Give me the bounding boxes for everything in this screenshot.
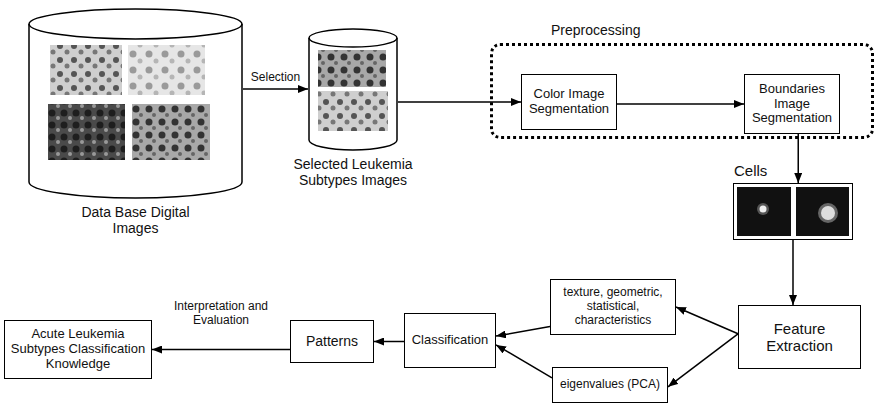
database-cylinder: Data Base Digital Images <box>28 8 243 198</box>
node-label: Selected Leukemia Subtypes Images <box>283 156 423 188</box>
cell-blob <box>821 206 835 220</box>
cell-blob <box>818 203 838 223</box>
process-box: Patterns <box>290 320 374 363</box>
node-label: texture, geometric, statistical, charact… <box>554 286 672 327</box>
cylinder-top <box>309 29 397 47</box>
flow-arrow <box>496 327 550 337</box>
cell-image <box>737 187 791 236</box>
node-label: Patterns <box>306 333 358 349</box>
edge-label: Interpretation and Evaluation <box>169 300 273 328</box>
cylinder-outline <box>28 8 243 198</box>
database-cylinder: Selected Leukemia Subtypes Images <box>308 28 398 150</box>
node-heading: Cells <box>734 162 767 179</box>
flow-arrow <box>797 134 799 183</box>
process-box: texture, geometric, statistical, charact… <box>550 279 676 335</box>
node-label: Color Image Segmentation <box>525 87 613 117</box>
process-box: eigenvalues (PCA) <box>552 367 668 403</box>
cylinder-body <box>309 38 397 150</box>
flow-arrow <box>374 341 404 343</box>
process-box: Boundaries Image Segmentation <box>744 74 840 134</box>
node-label: Acute Leukemia Subtypes Classification K… <box>8 327 148 372</box>
process-box: Color Image Segmentation <box>521 74 617 130</box>
process-box: Feature Extraction <box>738 305 861 369</box>
node-label: Classification <box>412 333 489 348</box>
flow-arrow <box>676 307 738 334</box>
cylinder-outline <box>308 28 398 150</box>
flow-arrow <box>152 349 290 351</box>
cylinder-top <box>29 9 242 39</box>
flow-arrow <box>496 345 552 378</box>
cell-image <box>796 187 849 236</box>
flow-arrow <box>792 240 794 305</box>
cell-blob <box>760 206 767 213</box>
cell-blob <box>757 203 769 215</box>
blood-smear-thumbnail <box>132 104 210 160</box>
process-box: Acute Leukemia Subtypes Classification K… <box>4 320 152 379</box>
flow-arrow <box>668 334 738 387</box>
blood-smear-thumbnail <box>318 91 388 131</box>
flow-arrow <box>398 101 521 103</box>
blood-smear-thumbnail <box>128 45 205 95</box>
cylinder-body <box>29 24 242 198</box>
node-label: Feature Extraction <box>742 320 857 355</box>
process-group: Color Image Segmentation Boundaries Image… <box>490 43 874 139</box>
image-box: Cells <box>733 183 853 240</box>
node-label: Boundaries Image Segmentation <box>748 82 836 127</box>
node-heading: Preprocessing <box>551 22 641 38</box>
edge-label: Selection <box>249 71 302 85</box>
node-label: Data Base Digital Images <box>61 204 211 236</box>
process-box: Classification <box>404 313 496 368</box>
blood-smear-thumbnail <box>48 104 125 160</box>
flow-arrow <box>243 88 308 90</box>
node-label: eigenvalues (PCA) <box>560 378 660 392</box>
blood-smear-thumbnail <box>50 45 122 95</box>
blood-smear-thumbnail <box>318 50 386 87</box>
flow-arrow <box>617 103 744 105</box>
